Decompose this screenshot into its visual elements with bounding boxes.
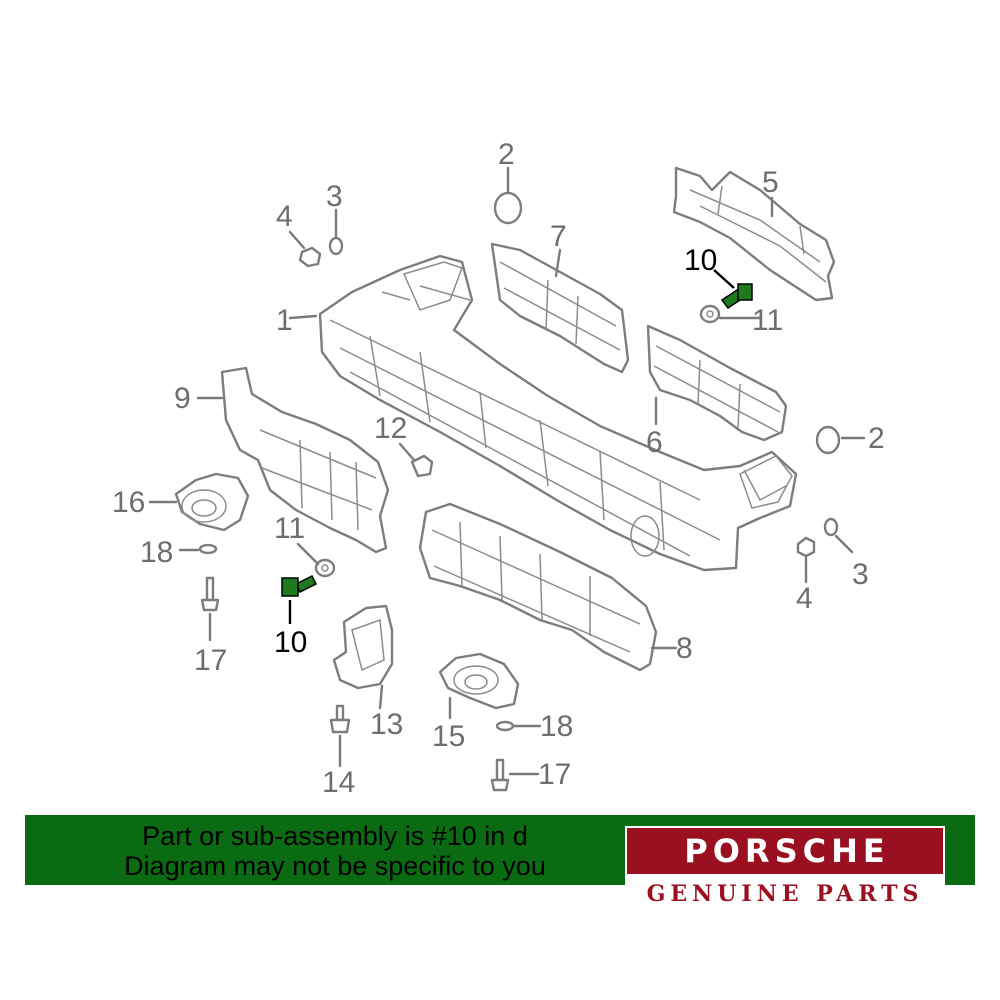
leader-lines [148, 166, 866, 776]
callout-3-top: 3 [326, 180, 343, 213]
callout-6: 6 [646, 426, 663, 459]
notice-line-1: Part or sub-assembly is #10 in d [142, 821, 528, 851]
callout-2-top: 2 [498, 138, 515, 171]
muffler-assembly-1 [318, 254, 798, 572]
heat-shield-9 [220, 366, 390, 554]
callout-14: 14 [322, 766, 355, 799]
logo-wordmark: PORSCHE [684, 832, 890, 870]
ring-18-right [495, 720, 515, 732]
callout-16: 16 [112, 486, 145, 519]
callout-1: 1 [276, 304, 293, 337]
logo-bar: PORSCHE [625, 826, 945, 876]
callout-4-right: 4 [796, 582, 813, 615]
clip-12 [410, 454, 434, 478]
stud-14 [329, 704, 351, 734]
gasket-2-upper [493, 191, 523, 225]
callout-2-right: 2 [868, 422, 885, 455]
callout-11-upper: 11 [752, 304, 783, 337]
callout-17-left: 17 [194, 644, 227, 677]
nut-4-lower [796, 536, 816, 558]
callout-18-left: 18 [140, 536, 173, 569]
notice-line-2: Diagram may not be specific to you [124, 851, 546, 881]
tailpipe-tip-16 [174, 472, 250, 532]
bolt-10-lower[interactable] [281, 574, 318, 597]
heat-shield-8 [418, 502, 658, 672]
callout-10-lower: 10 [274, 626, 307, 659]
callout-12: 12 [374, 412, 407, 445]
washer-11-upper [699, 304, 721, 324]
porsche-genuine-parts-logo: PORSCHE GENUINE PARTS [625, 826, 945, 914]
callout-10-upper: 10 [684, 244, 717, 277]
washer-11-lower [314, 558, 336, 578]
logo-subtitle: GENUINE PARTS [646, 881, 924, 907]
heat-shield-7 [490, 242, 630, 374]
callout-13: 13 [370, 708, 403, 741]
callout-5: 5 [762, 166, 779, 199]
gasket-3-lower [823, 517, 839, 537]
callout-9: 9 [174, 382, 191, 415]
callout-3-right: 3 [852, 558, 869, 591]
heat-shield-6 [646, 324, 788, 442]
gasket-2-right [815, 425, 841, 455]
callout-15: 15 [432, 720, 465, 753]
bolt-10-upper[interactable] [720, 283, 753, 310]
callout-18-right: 18 [540, 710, 573, 743]
heat-shield-5 [672, 166, 836, 302]
stud-17-right [490, 758, 510, 792]
callout-7: 7 [550, 220, 567, 253]
bracket-13 [332, 604, 394, 690]
callout-4-top: 4 [276, 200, 293, 233]
ring-18-left [198, 543, 218, 555]
callout-17-right: 17 [538, 758, 571, 791]
tailpipe-tip-15 [438, 652, 520, 710]
gasket-3-upper [328, 236, 344, 256]
callout-8: 8 [676, 632, 693, 665]
nut-4-upper [298, 246, 322, 268]
callout-11-lower: 11 [274, 512, 305, 545]
stud-17-left [200, 576, 220, 612]
